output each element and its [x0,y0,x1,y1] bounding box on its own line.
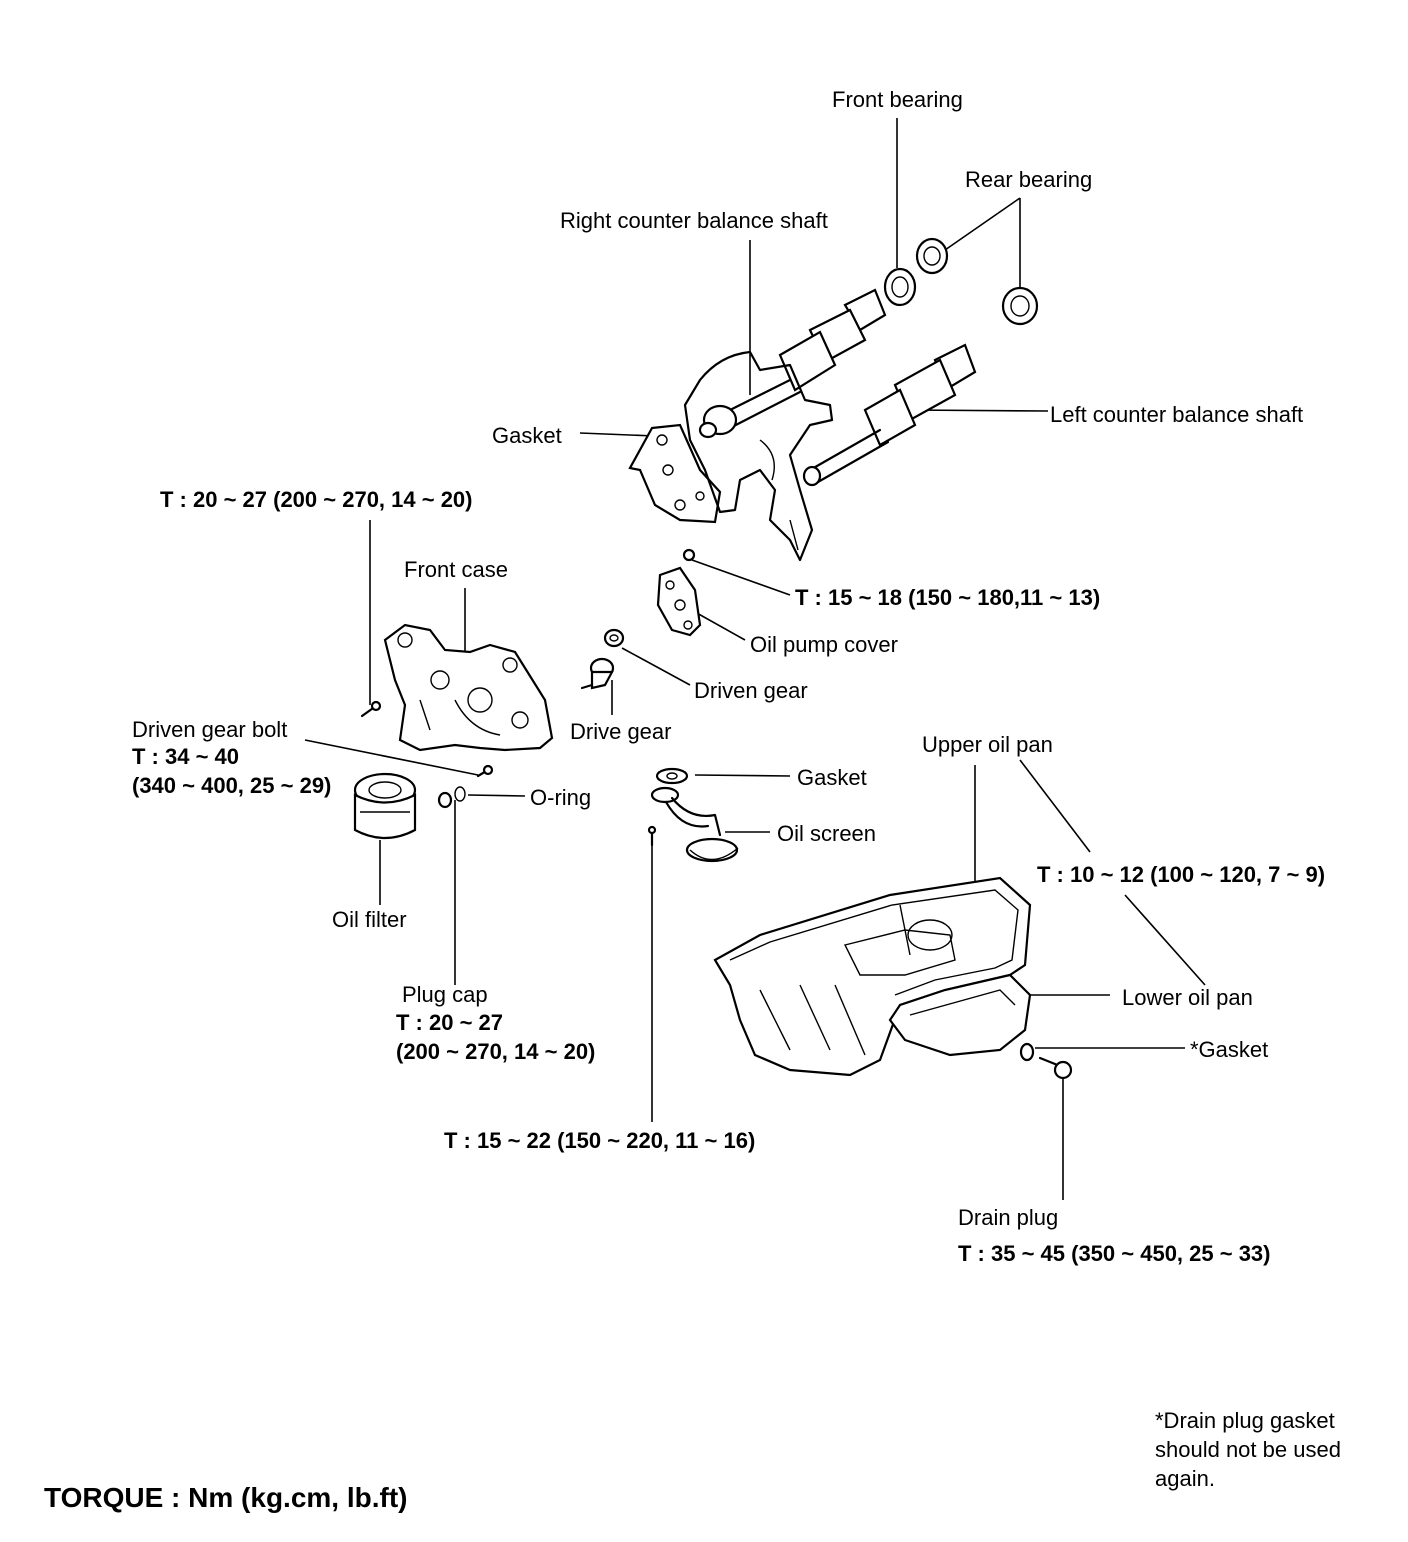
label-torque-pan: T : 10 ~ 12 (100 ~ 120, 7 ~ 9) [1037,862,1326,887]
label-oil-pump-cover: Oil pump cover [750,632,898,657]
front-case-part [383,623,554,752]
note-line-1: *Drain plug gasket [1155,1408,1335,1433]
right-balance-shaft-part [698,288,887,439]
label-driven-gear-bolt-torque-units: (340 ~ 400, 25 ~ 29) [132,773,332,798]
driven-gear-part [603,628,625,648]
note-line-2: should not be used [1155,1437,1341,1462]
label-driven-gear-bolt: Driven gear bolt [132,717,288,742]
upper-oil-pan-part [713,876,1032,1077]
label-right-counter-balance-shaft: Right counter balance shaft [560,208,828,233]
label-driven-gear-bolt-torque: T : 34 ~ 40 [132,744,240,769]
label-plug-cap-torque: T : 20 ~ 27 [396,1010,504,1035]
label-o-ring: O-ring [530,785,592,810]
lower-oil-pan-part [888,973,1032,1057]
o-ring-part [454,786,466,802]
gasket-mid-part [655,767,689,785]
leader-lines [304,118,1206,1200]
screen-bolt-part [647,825,657,847]
label-lower-oil-pan: Lower oil pan [1122,985,1253,1010]
label-drain-plug: Drain plug [958,1205,1059,1230]
oil-filter-part [353,772,417,840]
label-front-bearing: Front bearing [832,87,963,112]
label-oil-filter: Oil filter [332,907,407,932]
label-plug-cap-torque-units: (200 ~ 270, 14 ~ 20) [396,1039,596,1064]
drive-gear-part [580,657,615,690]
label-oil-screen: Oil screen [777,821,877,846]
oil-screen-part [650,786,739,863]
label-left-counter-balance-shaft: Left counter balance shaft [1050,402,1304,427]
label-drive-gear: Drive gear [570,719,672,744]
front-bearing-part [883,267,917,307]
label-torque-drain-plug: T : 35 ~ 45 (350 ~ 450, 25 ~ 33) [958,1241,1271,1266]
torque-units-legend: TORQUE : Nm (kg.cm, lb.ft) [44,1482,408,1513]
left-balance-shaft-part [802,343,977,487]
plug-cap-part [437,791,453,809]
label-gasket-top: Gasket [492,423,562,448]
label-rear-bearing: Rear bearing [965,167,1093,192]
front-case-bolt-part [360,700,382,718]
label-torque-front-case-bolt: T : 20 ~ 27 (200 ~ 270, 14 ~ 20) [160,487,473,512]
label-torque-pump-cover: T : 15 ~ 18 (150 ~ 180,11 ~ 13) [795,585,1101,610]
label-torque-screen-bolt: T : 15 ~ 22 (150 ~ 220, 11 ~ 16) [444,1128,756,1153]
oil-pump-cover-part [656,548,702,637]
label-gasket-star: *Gasket [1190,1037,1269,1062]
driven-gear-bolt-part [476,764,494,778]
gasket-top-part [628,423,722,524]
rear-case-part [683,350,834,562]
label-gasket-mid: Gasket [797,765,867,790]
rear-bearing-part [915,237,1039,326]
drain-gasket-part [1019,1042,1035,1062]
label-upper-oil-pan: Upper oil pan [922,732,1053,757]
label-driven-gear: Driven gear [694,678,808,703]
drain-plug-part [1038,1056,1073,1080]
label-plug-cap: Plug cap [402,982,488,1007]
label-front-case: Front case [404,557,508,582]
note-line-3: again. [1155,1466,1215,1491]
